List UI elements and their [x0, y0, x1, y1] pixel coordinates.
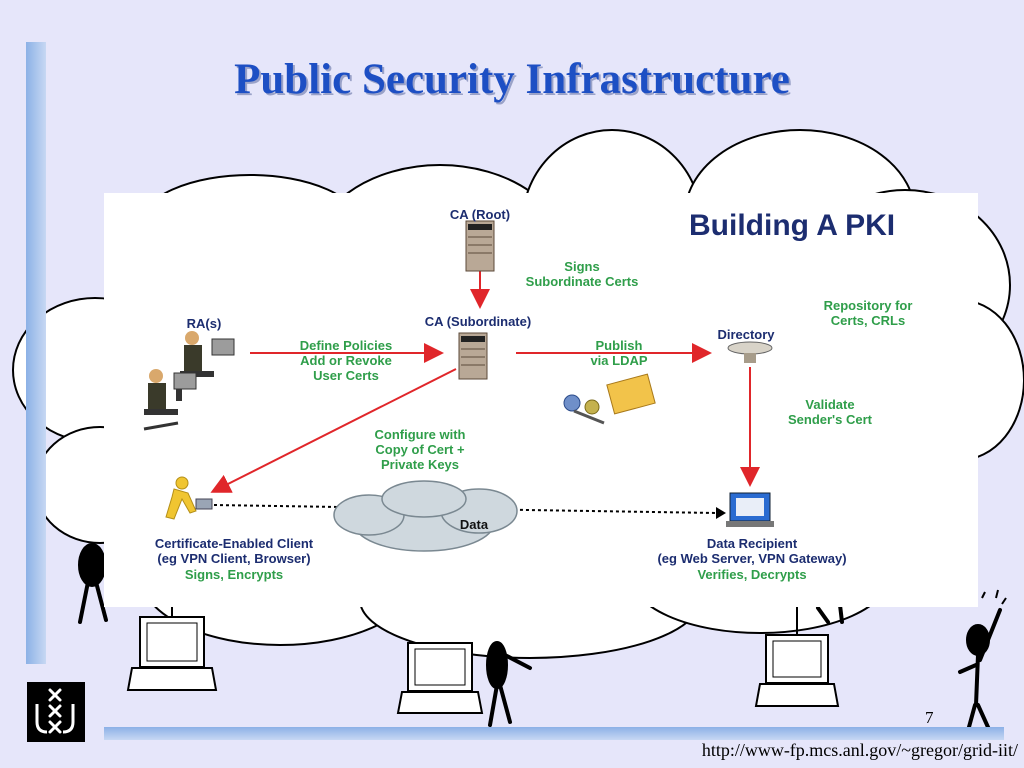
stick-figure-center	[486, 641, 532, 727]
stick-figure-right	[816, 603, 1002, 740]
directory-label: Directory	[717, 327, 775, 342]
ra-label: RA(s)	[186, 316, 222, 331]
define-policies-label: Define Policies Add or Revoke User Certs	[299, 338, 393, 383]
idea-lines	[981, 589, 1007, 605]
pki-diagram-graphics	[143, 220, 774, 552]
validate-label: Validate Sender's Cert	[787, 397, 872, 427]
arrow-subordinate-to-client	[210, 368, 457, 493]
pki-diagram-panel: Building A PKI CA (Root) Signs Subordina…	[104, 193, 978, 607]
laptop-center	[396, 642, 484, 714]
data-cloud-label: Data	[459, 517, 489, 532]
university-logo	[27, 682, 85, 742]
repository-label: Repository for Certs, CRLs	[823, 298, 913, 328]
recipient-computer-icon	[726, 492, 774, 527]
client-label: Certificate-Enabled Client (eg VPN Clien…	[154, 536, 314, 566]
laptop-left	[126, 616, 218, 691]
data-flow-arrowhead	[716, 507, 726, 519]
slide-title: Public Security Infrastructure	[234, 56, 790, 103]
keys-certificate-icon	[563, 373, 656, 425]
recipient-role-label: Verifies, Decrypts	[697, 567, 807, 582]
bottom-accent-bar	[104, 727, 1004, 740]
ca-root-server	[465, 220, 495, 272]
directory-icon	[727, 341, 773, 363]
data-cloud	[333, 480, 518, 552]
ra-workers	[143, 331, 235, 431]
page-number: 7	[925, 708, 934, 727]
logo-crosses-icon	[35, 688, 75, 734]
signs-label: Signs Subordinate Certs	[525, 259, 639, 289]
ca-root-label: CA (Root)	[449, 207, 511, 222]
ca-subordinate-server	[458, 332, 488, 380]
stick-figure-left	[78, 543, 108, 624]
client-runner-icon	[165, 476, 213, 520]
source-url: http://www-fp.mcs.anl.gov/~gregor/grid-i…	[701, 740, 1018, 760]
ca-subordinate-label: CA (Subordinate)	[424, 314, 532, 329]
client-role-label: Signs, Encrypts	[184, 567, 284, 582]
left-accent-bar	[26, 42, 46, 664]
recipient-label: Data Recipient (eg Web Server, VPN Gatew…	[657, 536, 847, 566]
publish-label: Publish via LDAP	[590, 338, 648, 368]
laptop-right	[754, 634, 840, 707]
configure-label: Configure with Copy of Cert + Private Ke…	[374, 427, 466, 472]
diagram-heading: Building A PKI	[689, 209, 896, 242]
